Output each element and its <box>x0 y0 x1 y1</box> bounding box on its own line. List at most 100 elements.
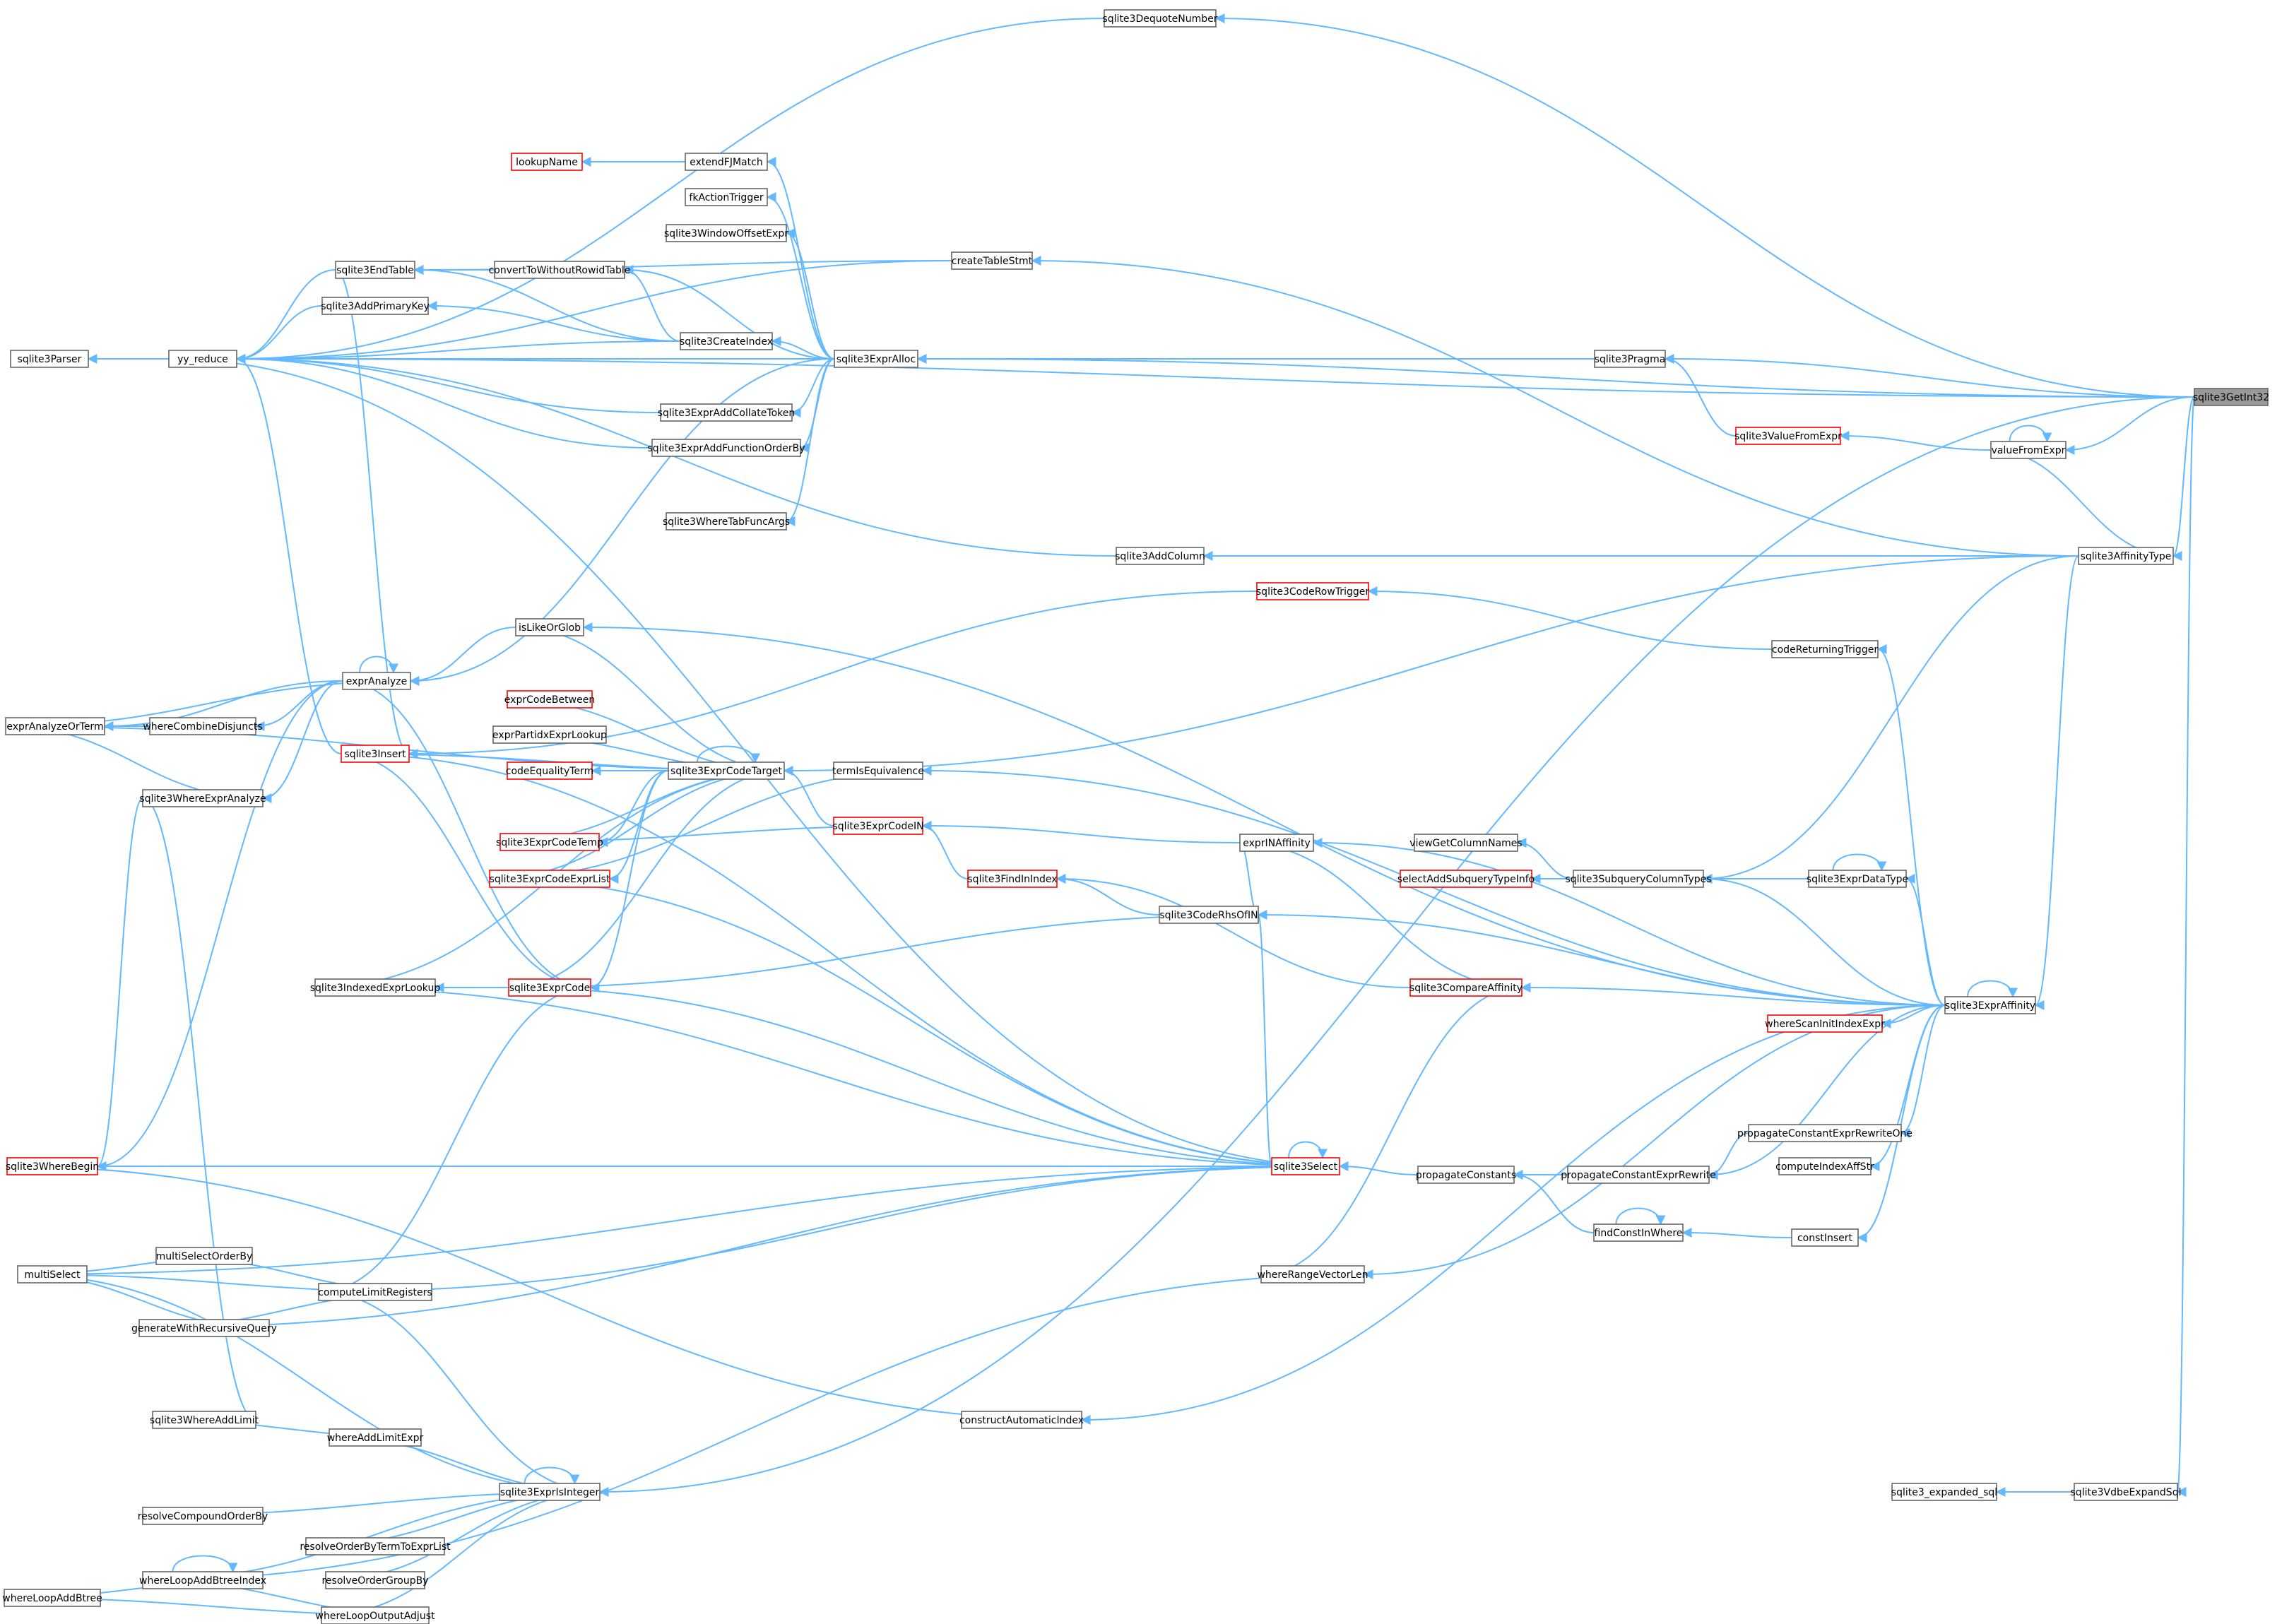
node-box <box>318 1283 432 1301</box>
node-resolve-order-by-term-to-expr-list[interactable]: resolveOrderByTermToExprList <box>300 1537 451 1555</box>
node-sqlite3-end-table[interactable]: sqlite3EndTable <box>335 261 415 279</box>
node-sqlite3-affinity-type[interactable]: sqlite3AffinityType <box>2078 547 2174 565</box>
node-multi-select[interactable]: multiSelect <box>17 1265 88 1284</box>
edge-where-loop-add-btree-index-to-sqlite3-expr-is-integer <box>142 1487 601 1581</box>
node-generate-with-recursive-query[interactable]: generateWithRecursiveQuery <box>131 1319 277 1337</box>
node-label: sqlite3WhereAddLimit <box>150 1415 259 1426</box>
node-expr-inaffinity[interactable]: exprINAffinity <box>1239 834 1314 852</box>
node-sqlite3-expr-add-collate-token[interactable]: sqlite3ExprAddCollateToken <box>658 403 795 422</box>
edge-sqlite3-expr-affinity-to-sqlite3-expr-affinity <box>1967 980 2018 998</box>
node-where-combine-disjuncts[interactable]: whereCombineDisjuncts <box>143 717 263 735</box>
node-find-const-in-where[interactable]: findConstInWhere <box>1593 1223 1684 1242</box>
node-resolve-order-group-by[interactable]: resolveOrderGroupBy <box>321 1571 429 1589</box>
node-where-scan-init-index-expr[interactable]: whereScanInitIndexExpr <box>1765 1014 1885 1033</box>
node-sqlite3-select[interactable]: sqlite3Select <box>1271 1157 1340 1175</box>
node-where-loop-add-btree-index[interactable]: whereLoopAddBtreeIndex <box>139 1571 266 1589</box>
node-is-like-or-glob[interactable]: isLikeOrGlob <box>515 618 584 636</box>
node-sqlite3-parser[interactable]: sqlite3Parser <box>10 350 89 368</box>
node-box <box>1271 1157 1340 1175</box>
node-yy-reduce[interactable]: yy_reduce <box>168 350 237 368</box>
node-sqlite3-expr-code-target[interactable]: sqlite3ExprCodeTarget <box>668 761 785 780</box>
node-sqlite3-find-in-index[interactable]: sqlite3FindInIndex <box>967 870 1058 888</box>
node-sqlite3-expr-code-expr-list[interactable]: sqlite3ExprCodeExprList <box>489 870 610 888</box>
node-sqlite3-where-begin[interactable]: sqlite3WhereBegin <box>6 1157 99 1175</box>
node-compute-limit-registers[interactable]: computeLimitRegisters <box>318 1283 432 1301</box>
node-select-add-subquery-type-info[interactable]: selectAddSubqueryTypeInfo <box>1397 870 1535 888</box>
node-sqlite3-subquery-column-types[interactable]: sqlite3SubqueryColumnTypes <box>1565 870 1712 888</box>
node-sqlite3-create-index[interactable]: sqlite3CreateIndex <box>680 332 773 350</box>
node-sqlite3-compare-affinity[interactable]: sqlite3CompareAffinity <box>1409 978 1523 997</box>
node-sqlite3-expr-alloc[interactable]: sqlite3ExprAlloc <box>834 350 918 368</box>
node-label: sqlite3Insert <box>344 749 406 760</box>
edge-sqlite3-expr-data-type-to-sqlite3-expr-data-type <box>1832 853 1887 872</box>
node-sqlite3-expr-code-temp[interactable]: sqlite3ExprCodeTemp <box>496 833 603 851</box>
node-expr-analyze[interactable]: exprAnalyze <box>342 672 411 690</box>
node-sqlite3-window-offset-expr[interactable]: sqlite3WindowOffsetExpr <box>664 224 788 242</box>
node-sqlite3-value-from-expr[interactable]: sqlite3ValueFromExpr <box>1734 427 1842 445</box>
node-create-table-stmt[interactable]: createTableStmt <box>951 251 1033 270</box>
node-code-equality-term[interactable]: codeEqualityTerm <box>506 761 593 780</box>
edge-sqlite3-expr-alloc-to-convert-to-without-rowid-table <box>623 265 835 360</box>
edge-sqlite3-create-index-to-sqlite3-end-table <box>413 265 681 342</box>
node-construct-automatic-index[interactable]: constructAutomaticIndex <box>959 1411 1084 1429</box>
node-sqlite3-indexed-expr-lookup[interactable]: sqlite3IndexedExprLookup <box>310 978 441 997</box>
edge-find-const-in-where-to-propagate-constants <box>1513 1170 1595 1233</box>
node-sqlite3-expanded-sql[interactable]: sqlite3_expanded_sql <box>1891 1483 1997 1501</box>
node-sqlite3-add-column[interactable]: sqlite3AddColumn <box>1115 547 1205 565</box>
node-sqlite3-expr-data-type[interactable]: sqlite3ExprDataType <box>1807 870 1908 888</box>
node-box <box>1944 996 2036 1014</box>
node-resolve-compound-order-by[interactable]: resolveCompoundOrderBy <box>138 1507 268 1525</box>
node-where-loop-output-adjust[interactable]: whereLoopOutputAdjust <box>316 1606 435 1624</box>
node-sqlite3-pragma[interactable]: sqlite3Pragma <box>1594 350 1666 368</box>
node-box <box>1778 1157 1872 1175</box>
node-propagate-constants[interactable]: propagateConstants <box>1416 1166 1516 1184</box>
node-where-range-vector-len[interactable]: whereRangeVectorLen <box>1257 1265 1368 1284</box>
node-box <box>342 672 411 690</box>
node-sqlite3-code-row-trigger[interactable]: sqlite3CodeRowTrigger <box>1256 582 1369 600</box>
node-view-get-column-names[interactable]: viewGetColumnNames <box>1409 834 1523 852</box>
node-sqlite3-code-rhs-of-in[interactable]: sqlite3CodeRhsOfIN <box>1159 906 1259 924</box>
node-convert-to-without-rowid-table[interactable]: convertToWithoutRowidTable <box>489 261 631 279</box>
node-sqlite3-expr-add-function-order-by[interactable]: sqlite3ExprAddFunctionOrderBy <box>647 439 805 457</box>
node-term-is-equivalence[interactable]: termIsEquivalence <box>832 761 924 780</box>
node-value-from-expr[interactable]: valueFromExpr <box>1990 441 2067 459</box>
edge-sqlite3-expr-affinity-to-term-is-equivalence <box>921 766 1946 1006</box>
node-expr-analyze-or-term[interactable]: exprAnalyzeOrTerm <box>5 717 105 735</box>
node-lookup-name[interactable]: lookupName <box>511 153 583 171</box>
node-box <box>1417 1166 1515 1184</box>
node-expr-partidx-expr-lookup[interactable]: exprPartidxExprLookup <box>492 725 607 744</box>
node-sqlite3-dequote-number[interactable]: sqlite3DequoteNumber <box>1102 9 1218 28</box>
node-sqlite3-add-primary-key[interactable]: sqlite3AddPrimaryKey <box>321 297 430 315</box>
node-propagate-constant-expr-rewrite-one[interactable]: propagateConstantExprRewriteOne <box>1737 1124 1912 1142</box>
node-sqlite3-expr-affinity[interactable]: sqlite3ExprAffinity <box>1944 996 2036 1014</box>
edge-sqlite3-add-primary-key-to-yy-reduce <box>235 305 323 364</box>
node-sqlite3-vdbe-expand-sql[interactable]: sqlite3VdbeExpandSql <box>2071 1483 2182 1501</box>
node-label: exprPartidxExprLookup <box>492 730 607 741</box>
node-box <box>1239 834 1314 852</box>
edge-sqlite3-expr-code-target-to-sqlite3-expr-code-temp <box>598 770 669 847</box>
node-sqlite3-where-add-limit[interactable]: sqlite3WhereAddLimit <box>150 1411 259 1429</box>
node-sqlite3-get-int32[interactable]: sqlite3GetInt32 <box>2193 388 2269 406</box>
node-sqlite3-expr-is-integer[interactable]: sqlite3ExprIsInteger <box>499 1483 601 1501</box>
node-multi-select-order-by[interactable]: multiSelectOrderBy <box>155 1247 253 1265</box>
node-label: sqlite3ExprCodeIN <box>832 821 923 832</box>
node-extend-fjmatch[interactable]: extendFJMatch <box>685 153 768 171</box>
node-propagate-constant-expr-rewrite[interactable]: propagateConstantExprRewrite <box>1561 1166 1716 1184</box>
node-const-insert[interactable]: constInsert <box>1791 1228 1859 1247</box>
node-fk-action-trigger[interactable]: fkActionTrigger <box>685 188 768 206</box>
node-sqlite3-expr-code[interactable]: sqlite3ExprCode <box>508 978 591 997</box>
node-box <box>499 833 600 851</box>
edge-sqlite3-code-rhs-of-in-to-sqlite3-find-in-index <box>1056 874 1160 915</box>
node-sqlite3-expr-code-in[interactable]: sqlite3ExprCodeIN <box>832 817 924 835</box>
node-box <box>142 789 264 807</box>
node-where-add-limit-expr[interactable]: whereAddLimitExpr <box>327 1428 424 1447</box>
node-sqlite3-insert[interactable]: sqlite3Insert <box>341 745 410 763</box>
node-sqlite3-where-expr-analyze[interactable]: sqlite3WhereExprAnalyze <box>139 789 266 807</box>
node-box <box>1594 350 1666 368</box>
edge-sqlite3-insert-to-sqlite3-select <box>341 753 1341 1171</box>
node-where-loop-add-btree[interactable]: whereLoopAddBtree <box>2 1589 102 1607</box>
node-sqlite3-where-tab-func-args[interactable]: sqlite3WhereTabFuncArgs <box>663 512 790 531</box>
node-compute-index-aff-str[interactable]: computeIndexAffStr <box>1775 1157 1874 1175</box>
node-expr-code-between[interactable]: exprCodeBetween <box>504 690 595 709</box>
node-code-returning-trigger[interactable]: codeReturningTrigger <box>1771 640 1879 658</box>
